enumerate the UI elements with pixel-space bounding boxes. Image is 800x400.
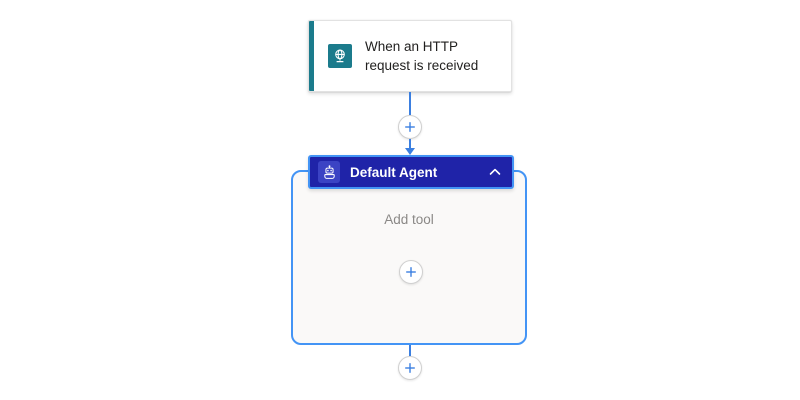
http-request-globe-icon bbox=[328, 44, 352, 68]
agent-header-default-agent[interactable]: Default Agent bbox=[308, 155, 514, 189]
add-tool-label: Add tool bbox=[384, 212, 434, 227]
agent-header-title: Default Agent bbox=[350, 164, 438, 180]
connector-arrowhead-agent bbox=[405, 148, 415, 155]
add-step-button-top[interactable] bbox=[398, 115, 422, 139]
chevron-up-icon[interactable] bbox=[482, 159, 508, 185]
add-tool-button[interactable] bbox=[399, 260, 423, 284]
trigger-accent-bar bbox=[309, 21, 314, 91]
connector-line-trigger-bottom bbox=[409, 139, 411, 150]
robot-agent-icon bbox=[318, 161, 340, 183]
agent-tools-area: Add tool bbox=[293, 172, 525, 343]
agent-group-container: Add tool bbox=[291, 170, 527, 345]
connector-line-trigger-top bbox=[409, 92, 411, 115]
connector-line-agent-bottom bbox=[409, 345, 411, 356]
trigger-card-title: When an HTTP request is received bbox=[365, 39, 479, 73]
trigger-card-http-request[interactable]: When an HTTP request is received bbox=[308, 20, 512, 92]
add-step-button-bottom[interactable] bbox=[398, 356, 422, 380]
